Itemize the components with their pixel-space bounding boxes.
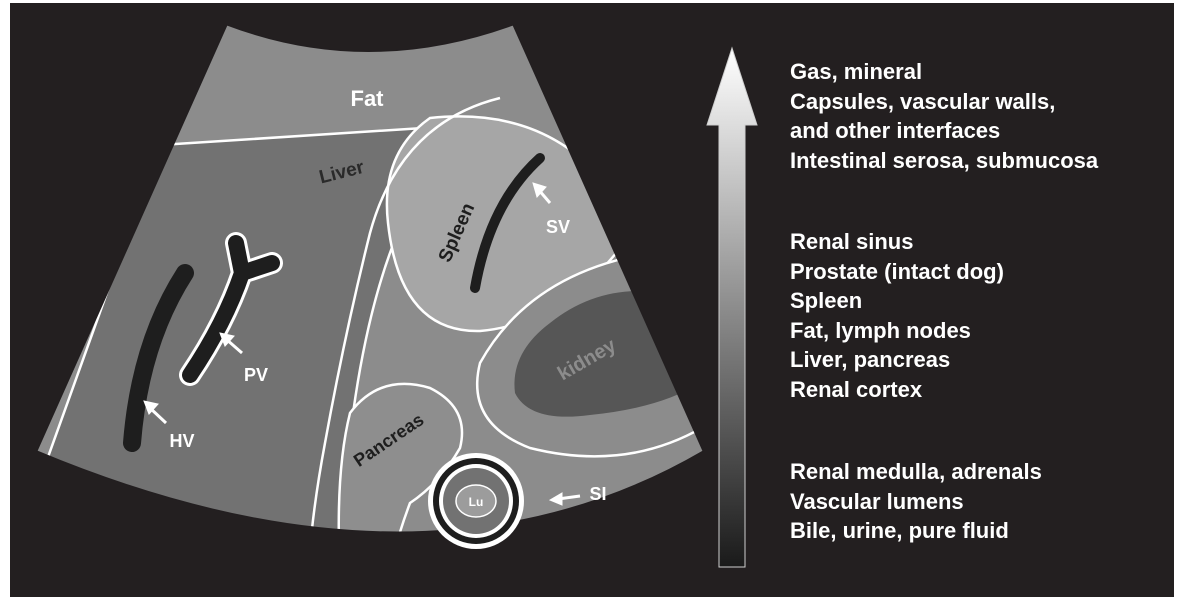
label-hv: HV xyxy=(169,431,194,451)
scale-item: Fat, lymph nodes xyxy=(790,316,1004,346)
scale-group-hyperechoic: Gas, mineral Capsules, vascular walls, a… xyxy=(790,57,1098,175)
figure-canvas: Fat Liver Spleen SV PV HV kidney Pancrea… xyxy=(10,3,1174,597)
scale-item: Renal medulla, adrenals xyxy=(790,457,1042,487)
scale-item: Capsules, vascular walls, xyxy=(790,87,1098,117)
scale-item: Renal sinus xyxy=(790,227,1004,257)
scale-item: and other interfaces xyxy=(790,116,1098,146)
scale-item: Prostate (intact dog) xyxy=(790,257,1004,287)
scale-item: Gas, mineral xyxy=(790,57,1098,87)
scale-group-intermediate: Renal sinus Prostate (intact dog) Spleen… xyxy=(790,227,1004,404)
scale-item: Liver, pancreas xyxy=(790,345,1004,375)
scale-group-hypoechoic: Renal medulla, adrenals Vascular lumens … xyxy=(790,457,1042,546)
label-sv: SV xyxy=(546,217,570,237)
scale-item: Renal cortex xyxy=(790,375,1004,405)
label-si: SI xyxy=(589,484,606,504)
scale-item: Vascular lumens xyxy=(790,487,1042,517)
label-fat: Fat xyxy=(351,86,385,111)
echogenicity-gradient-arrow xyxy=(707,48,757,567)
scale-item: Bile, urine, pure fluid xyxy=(790,516,1042,546)
label-pv: PV xyxy=(244,365,268,385)
label-lu: Lu xyxy=(469,495,484,509)
scale-item: Spleen xyxy=(790,286,1004,316)
scale-item: Intestinal serosa, submucosa xyxy=(790,146,1098,176)
